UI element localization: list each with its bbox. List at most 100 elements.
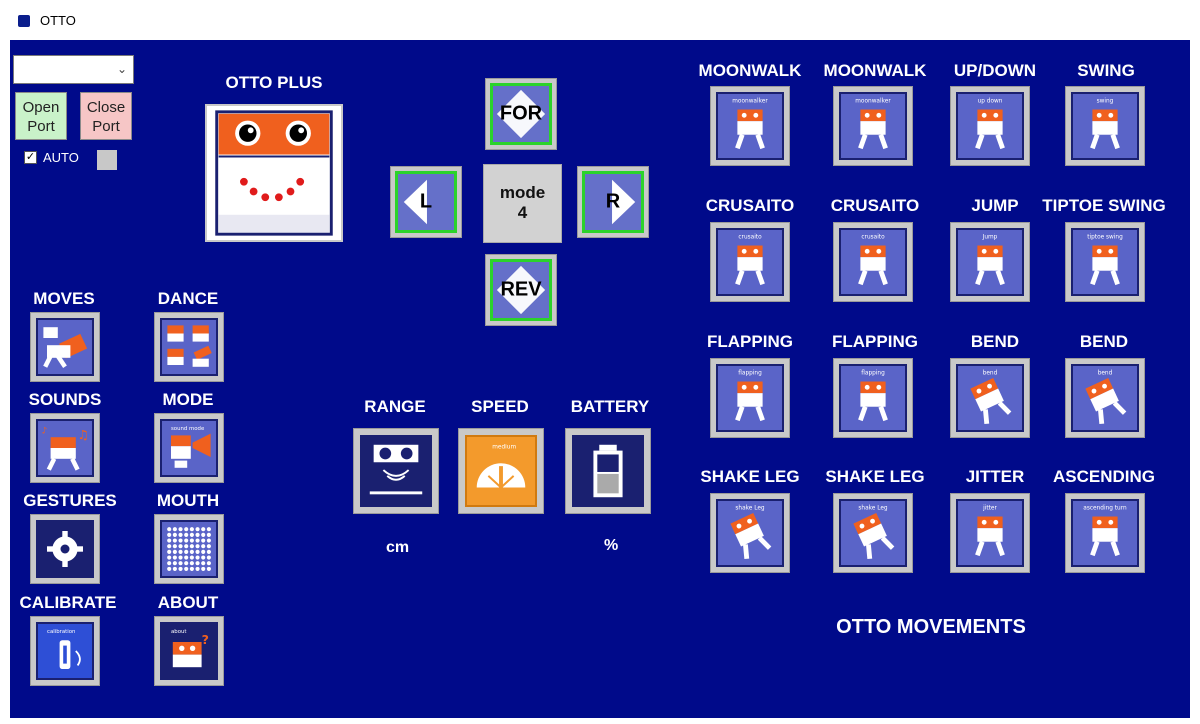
otto-movement-icon: shake Leg: [716, 499, 784, 567]
range-display: [353, 428, 439, 514]
otto-robot-image: [205, 104, 343, 242]
otto-face-icon: [215, 110, 333, 236]
movement-label: JUMP: [971, 196, 1019, 215]
movements-title: OTTO MOVEMENTS: [836, 616, 1026, 638]
movement-label: FLAPPING: [707, 332, 793, 351]
movement-button[interactable]: ascending turn: [1065, 493, 1145, 573]
svg-text:♪: ♪: [42, 427, 48, 437]
svg-text:jitter: jitter: [982, 506, 997, 512]
mode-value: 4: [517, 203, 528, 222]
movement-button[interactable]: crusaito: [710, 222, 790, 302]
main-panel: ⌄ Open Port Close Port ✓ AUTO OTTO PLUS …: [10, 40, 1190, 718]
movement-label: UP/DOWN: [953, 61, 1037, 80]
movement-label: TIPTOE SWING: [1042, 196, 1166, 215]
movement-label: JITTER: [965, 467, 1025, 486]
otto-movement-icon: shake Leg: [839, 499, 907, 567]
moves-icon: [36, 318, 94, 376]
auto-label: AUTO: [43, 150, 79, 165]
robot-title: OTTO PLUS: [225, 73, 323, 92]
dance-button[interactable]: [154, 312, 224, 382]
otto-movement-icon: Jump: [956, 228, 1024, 296]
auto-checkbox[interactable]: ✓: [24, 151, 37, 164]
about-button[interactable]: about?: [154, 616, 224, 686]
open-port-button[interactable]: Open Port: [15, 92, 67, 140]
calibrate-button[interactable]: calibration: [30, 616, 100, 686]
sounds-label: SOUNDS: [28, 390, 102, 409]
reverse-button[interactable]: REV: [485, 254, 557, 326]
movement-button[interactable]: Jump: [950, 222, 1030, 302]
movement-label: BEND: [1079, 332, 1129, 351]
mouth-button[interactable]: [154, 514, 224, 584]
otto-movement-icon: jitter: [956, 499, 1024, 567]
svg-text:swing: swing: [1097, 99, 1114, 105]
svg-text:♫: ♫: [78, 427, 89, 442]
otto-movement-icon: ascending turn: [1071, 499, 1139, 567]
about-label: ABOUT: [157, 593, 219, 612]
otto-movement-icon: crusaito: [716, 228, 784, 296]
dance-icon: [160, 318, 218, 376]
moves-label: MOVES: [33, 289, 95, 308]
otto-movement-icon: flapping: [716, 364, 784, 432]
forward-label: FOR: [499, 102, 543, 125]
about-icon: about?: [160, 622, 218, 680]
movement-label: CRUSAITO: [830, 196, 920, 215]
movement-button[interactable]: flapping: [833, 358, 913, 438]
movement-label: MOONWALK: [823, 61, 927, 80]
svg-text:shake Leg: shake Leg: [735, 506, 764, 512]
mode-button[interactable]: sound mode: [154, 413, 224, 483]
window-title: OTTO: [40, 13, 76, 28]
mode-label: MODE: [162, 390, 214, 409]
range-label: RANGE: [364, 397, 426, 416]
movement-button[interactable]: up down: [950, 86, 1030, 166]
forward-button[interactable]: FOR: [485, 78, 557, 150]
sounds-button[interactable]: ♫♪: [30, 413, 100, 483]
sounds-icon: ♫♪: [36, 419, 94, 477]
svg-text:calibration: calibration: [47, 629, 75, 635]
movement-label: SHAKE LEG: [825, 467, 925, 486]
movement-button[interactable]: bend: [1065, 358, 1145, 438]
mouth-label: MOUTH: [156, 491, 220, 510]
title-bar: OTTO: [0, 0, 1200, 40]
svg-text:Jump: Jump: [982, 235, 998, 241]
svg-text:crusaito: crusaito: [861, 235, 885, 241]
battery-icon: [572, 435, 644, 507]
movement-button[interactable]: bend: [950, 358, 1030, 438]
mouth-icon: [160, 520, 218, 578]
right-label: R: [605, 190, 621, 213]
range-unit: cm: [386, 539, 410, 556]
chevron-down-icon[interactable]: ⌄: [116, 62, 127, 76]
svg-text:tiptoe swing: tiptoe swing: [1087, 235, 1123, 241]
movement-button[interactable]: tiptoe swing: [1065, 222, 1145, 302]
gestures-icon: [36, 520, 94, 578]
movement-button[interactable]: crusaito: [833, 222, 913, 302]
right-button[interactable]: R: [577, 166, 649, 238]
movement-button[interactable]: shake Leg: [833, 493, 913, 573]
left-button[interactable]: L: [390, 166, 462, 238]
otto-movement-icon: bend: [956, 364, 1024, 432]
movement-label: ASCENDING: [1052, 467, 1155, 486]
svg-text:?: ?: [202, 632, 209, 647]
movement-button[interactable]: moonwalker: [710, 86, 790, 166]
battery-display: [565, 428, 651, 514]
speed-label: SPEED: [471, 397, 529, 416]
calibrate-label: CALIBRATE: [19, 593, 117, 612]
movement-button[interactable]: moonwalker: [833, 86, 913, 166]
movement-button[interactable]: swing: [1065, 86, 1145, 166]
gestures-label: GESTURES: [23, 491, 117, 510]
close-port-button[interactable]: Close Port: [80, 92, 132, 140]
otto-movement-icon: flapping: [839, 364, 907, 432]
range-sensor-icon: [360, 435, 432, 507]
port-select[interactable]: ⌄: [13, 55, 134, 84]
movement-label: CRUSAITO: [705, 196, 795, 215]
otto-movement-icon: crusaito: [839, 228, 907, 296]
moves-button[interactable]: [30, 312, 100, 382]
gestures-button[interactable]: [30, 514, 100, 584]
svg-text:bend: bend: [1098, 371, 1113, 377]
otto-movement-icon: bend: [1071, 364, 1139, 432]
movement-button[interactable]: jitter: [950, 493, 1030, 573]
otto-movement-icon: moonwalker: [716, 92, 784, 160]
movement-button[interactable]: shake Leg: [710, 493, 790, 573]
battery-label: BATTERY: [570, 397, 650, 416]
svg-text:about: about: [171, 629, 187, 635]
movement-button[interactable]: flapping: [710, 358, 790, 438]
